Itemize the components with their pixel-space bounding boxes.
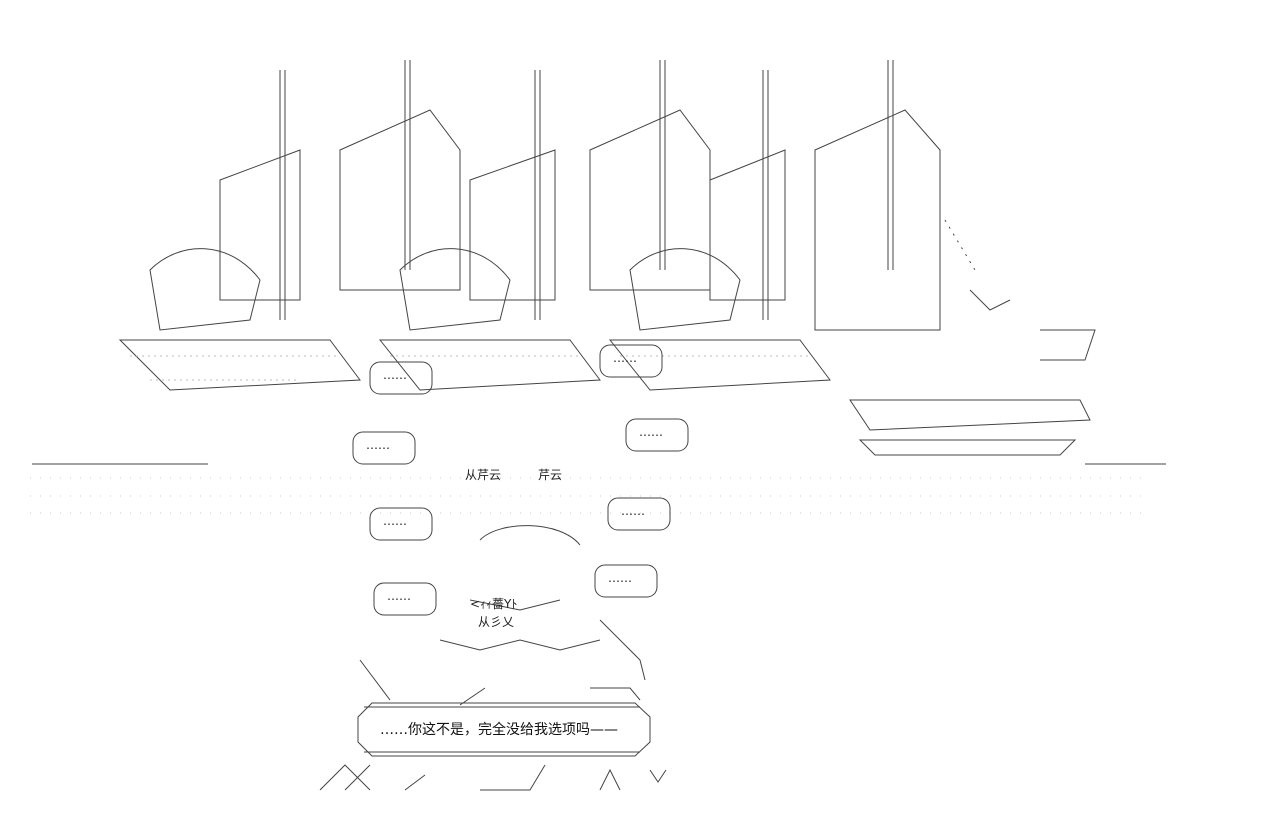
bottom-strokes bbox=[319, 764, 667, 791]
sign-label-b: 芹云 bbox=[538, 468, 563, 482]
ship-right bbox=[608, 60, 1096, 456]
bubble-ellipsis-8: …… bbox=[608, 571, 632, 585]
sea-dots bbox=[30, 463, 1166, 514]
sign-label-d: <ｨｨ薔Yﾄ bbox=[470, 597, 518, 611]
small-bubbles bbox=[352, 344, 689, 616]
sign-label-c: 从彡乂 bbox=[478, 615, 515, 629]
speech-text: ……你这不是，完全没给我选项吗—— bbox=[380, 722, 618, 738]
character-figure bbox=[359, 525, 646, 706]
sign-label-a: 从芹云 bbox=[465, 468, 502, 482]
bubble-ellipsis-7: …… bbox=[387, 589, 411, 603]
bubble-ellipsis-2: …… bbox=[613, 351, 637, 365]
bubble-ellipsis-4: …… bbox=[639, 425, 663, 439]
bubble-ellipsis-5: …… bbox=[383, 514, 407, 528]
main-speech-bubble bbox=[357, 702, 651, 757]
bubble-ellipsis-3: …… bbox=[366, 438, 390, 452]
ship-middle bbox=[378, 60, 711, 391]
bubble-ellipsis-6: …… bbox=[621, 504, 645, 518]
ship-left bbox=[118, 60, 461, 391]
bubble-ellipsis-1: …… bbox=[383, 368, 407, 382]
